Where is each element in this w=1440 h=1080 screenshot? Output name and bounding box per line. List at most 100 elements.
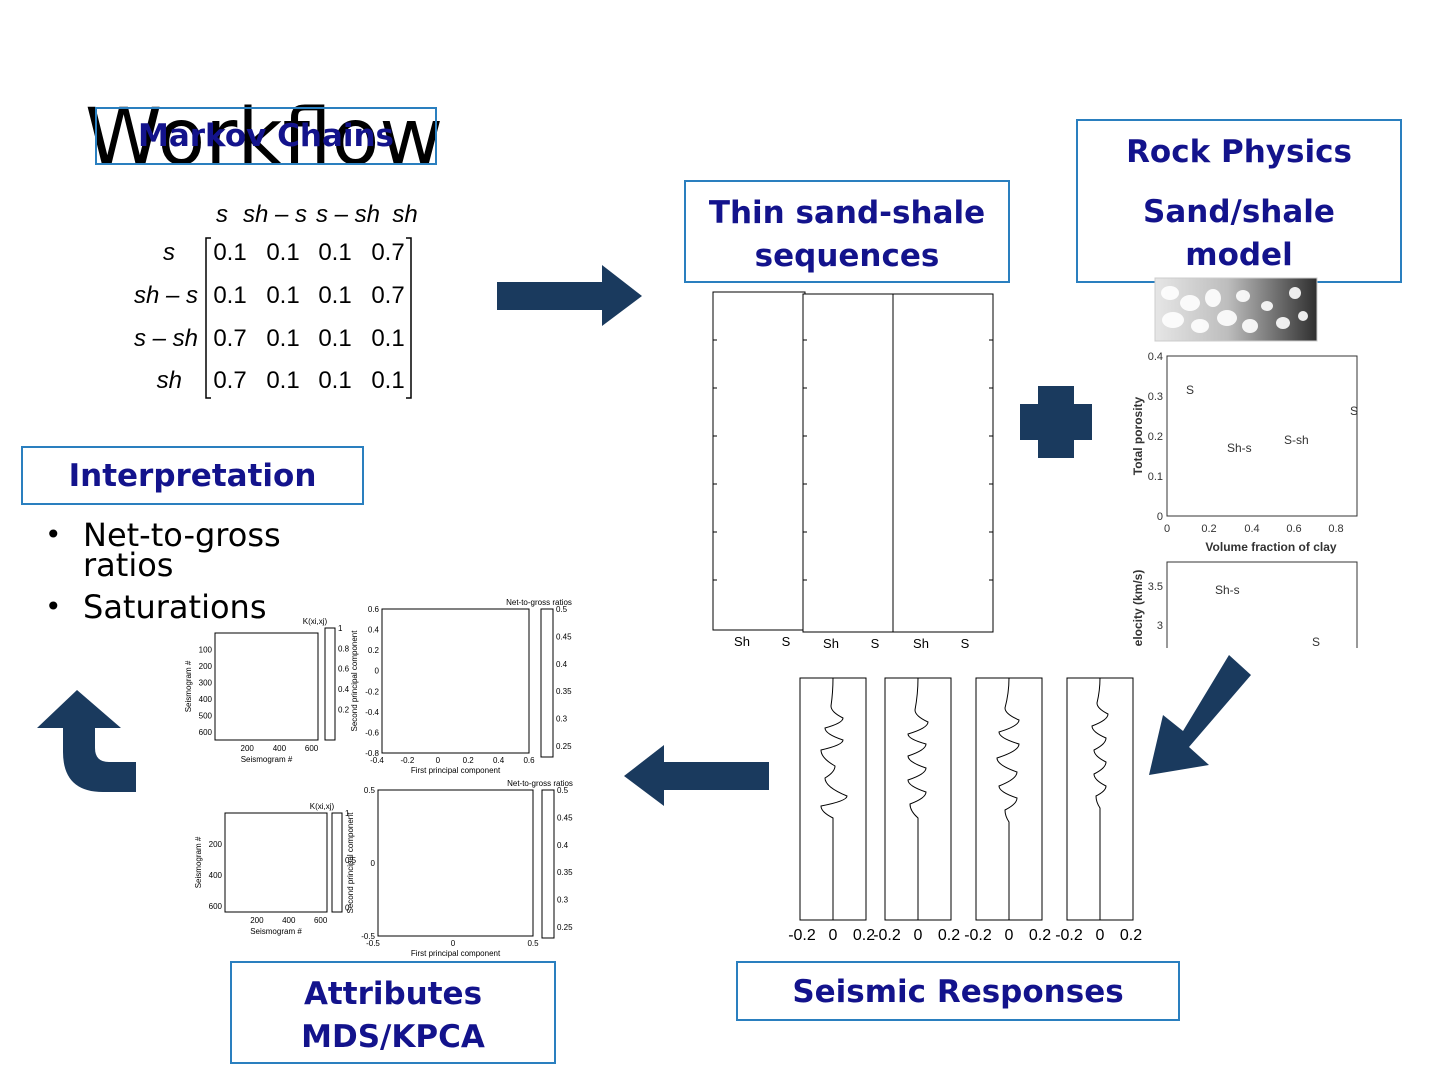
porosity-y-tick: 0.1 <box>1148 471 1163 483</box>
pca-scatter-plot <box>377 789 534 937</box>
seismic-x-tick: -0.2 <box>964 927 992 944</box>
matrix-cell: 0.1 <box>266 239 299 266</box>
kernel-matrix-plot <box>224 812 328 913</box>
kernel-x-label: Seismogram # <box>241 755 293 764</box>
sequence-columns: Sh S Sh S Sh S <box>712 291 994 651</box>
pca-y-label: Second principal component <box>350 630 359 732</box>
kernel-y-label: Seismogram # <box>184 660 193 712</box>
porosity-point-label: Sh-s <box>1227 441 1252 455</box>
pca-y-tick: -0.5 <box>361 932 375 941</box>
interpretation-bullets: Net-to-gross ratios Saturations <box>45 519 303 634</box>
matrix-cell: 0.7 <box>371 282 404 309</box>
sequence-tick-label: Sh <box>734 634 750 649</box>
attributes-box: Attributes MDS/KPCA <box>230 961 556 1064</box>
kernel-y-tick: 600 <box>209 902 223 911</box>
kernel-colorbar <box>331 812 343 913</box>
porosity-x-label: Volume fraction of clay <box>1205 540 1336 554</box>
matrix-cell: 0.1 <box>213 239 246 266</box>
kernel-colorbar-tick: 0.4 <box>338 685 350 694</box>
pca-y-tick: -0.8 <box>365 749 379 758</box>
porosity-x-tick: 0.2 <box>1201 523 1216 535</box>
matrix-row-label: sh – s <box>134 282 198 309</box>
ntg-colorbar-title: Net-to-gross ratios <box>506 598 572 607</box>
seismic-trace <box>1091 677 1109 920</box>
kernel-colorbar-tick: 1 <box>338 624 343 633</box>
ntg-colorbar-tick: 0.35 <box>557 868 573 877</box>
rock-physics-title: Rock Physics <box>1126 134 1352 170</box>
porosity-y-tick: 0 <box>1157 511 1163 523</box>
pca-x-tick: -0.4 <box>370 756 384 765</box>
velocity-y-tick: 3.5 <box>1148 581 1163 593</box>
seismic-x-tick: -0.2 <box>873 927 901 944</box>
pca-y-tick: 0.4 <box>368 626 380 635</box>
attributes-line: MDS/KPCA <box>301 1019 485 1055</box>
kernel-x-tick: 200 <box>250 916 264 925</box>
kernel-y-tick: 400 <box>209 871 223 880</box>
porosity-y-tick: 0.4 <box>1148 351 1163 363</box>
porosity-y-tick: 0.3 <box>1148 391 1163 403</box>
seismic-x-tick: 0 <box>1005 927 1014 944</box>
seismic-trace <box>996 677 1020 920</box>
matrix-left-bracket <box>205 237 211 399</box>
matrix-right-bracket <box>406 237 412 399</box>
pca-y-tick: -0.2 <box>365 687 379 696</box>
kernel-y-tick: 600 <box>199 728 213 737</box>
pca-scatter-plot <box>381 608 530 754</box>
bullet-text: Net-to-gross ratios <box>83 516 281 584</box>
plus-icon <box>1020 386 1092 458</box>
ntg-colorbar <box>540 608 554 758</box>
kernel-y-tick: 200 <box>209 840 223 849</box>
arrow-down-left-icon <box>1149 655 1251 775</box>
seismic-x-tick: 0.2 <box>1120 927 1142 944</box>
seismic-x-tick: 0 <box>829 927 838 944</box>
kernel-colorbar-tick: 0.6 <box>338 665 350 674</box>
curved-up-arrow-icon <box>37 690 136 792</box>
ntg-colorbar-title: Net-to-gross ratios <box>507 779 573 788</box>
pca-y-tick: -0.4 <box>365 708 379 717</box>
seismic-responses-box: Seismic Responses <box>736 961 1180 1021</box>
matrix-cell: 0.1 <box>318 367 351 394</box>
matrix-col-label: sh – s <box>243 201 307 228</box>
matrix-cell: 0.1 <box>318 239 351 266</box>
pca-y-tick: 0.6 <box>368 605 380 614</box>
pca-y-tick: 0.5 <box>364 786 376 795</box>
kernel-y-tick: 200 <box>199 662 213 671</box>
bullet-text: Saturations <box>83 588 267 626</box>
interpretation-label: Interpretation <box>68 458 317 494</box>
ntg-colorbar-tick: 0.45 <box>557 813 573 822</box>
kernel-colorbar-tick: 0.8 <box>338 644 350 653</box>
kernel-y-label: Seismogram # <box>194 836 203 888</box>
matrix-row-label: s – sh <box>134 325 198 352</box>
arrow-right-icon <box>497 265 642 326</box>
matrix-cell: 0.1 <box>213 282 246 309</box>
pca-x-tick: 0 <box>436 756 441 765</box>
interpretation-box: Interpretation <box>21 446 364 505</box>
sequence-tick-label: S <box>782 634 791 649</box>
seismic-trace <box>907 677 929 920</box>
kernel-x-tick: 200 <box>241 744 255 753</box>
pca-y-tick: 0 <box>375 667 380 676</box>
porosity-plot: 0.4 0.3 0.2 0.1 0 0 0.2 0.4 0.6 0.8 Volu… <box>1131 351 1358 554</box>
kernel-colorbar <box>324 627 336 741</box>
porosity-y-tick: 0.2 <box>1148 431 1163 443</box>
matrix-cell: 0.1 <box>266 325 299 352</box>
pca-x-tick: -0.5 <box>366 939 380 948</box>
kernel-colorbar-tick: 0.5 <box>345 856 357 865</box>
sequence-tick-label: Sh <box>913 636 929 651</box>
matrix-cell: 0.1 <box>318 282 351 309</box>
sequence-tick-label: S <box>871 636 880 651</box>
kernel-colorbar-tick: 0.2 <box>338 705 350 714</box>
porosity-point-label: S-sh <box>1284 433 1309 447</box>
rock-physics-box: Rock Physics Sand/shale model <box>1076 119 1402 283</box>
kernel-y-tick: 500 <box>199 711 213 720</box>
arrow-left-icon <box>624 745 769 806</box>
matrix-cell: 0.1 <box>371 325 404 352</box>
matrix-cell: 0.7 <box>371 239 404 266</box>
kernel-x-label: Seismogram # <box>250 927 302 936</box>
pca-x-tick: 0.4 <box>493 756 505 765</box>
matrix-cell: 0.7 <box>213 325 246 352</box>
matrix-cell: 0.1 <box>318 325 351 352</box>
pca-x-tick: 0 <box>451 939 456 948</box>
kernel-colorbar-tick: 0 <box>345 903 350 912</box>
